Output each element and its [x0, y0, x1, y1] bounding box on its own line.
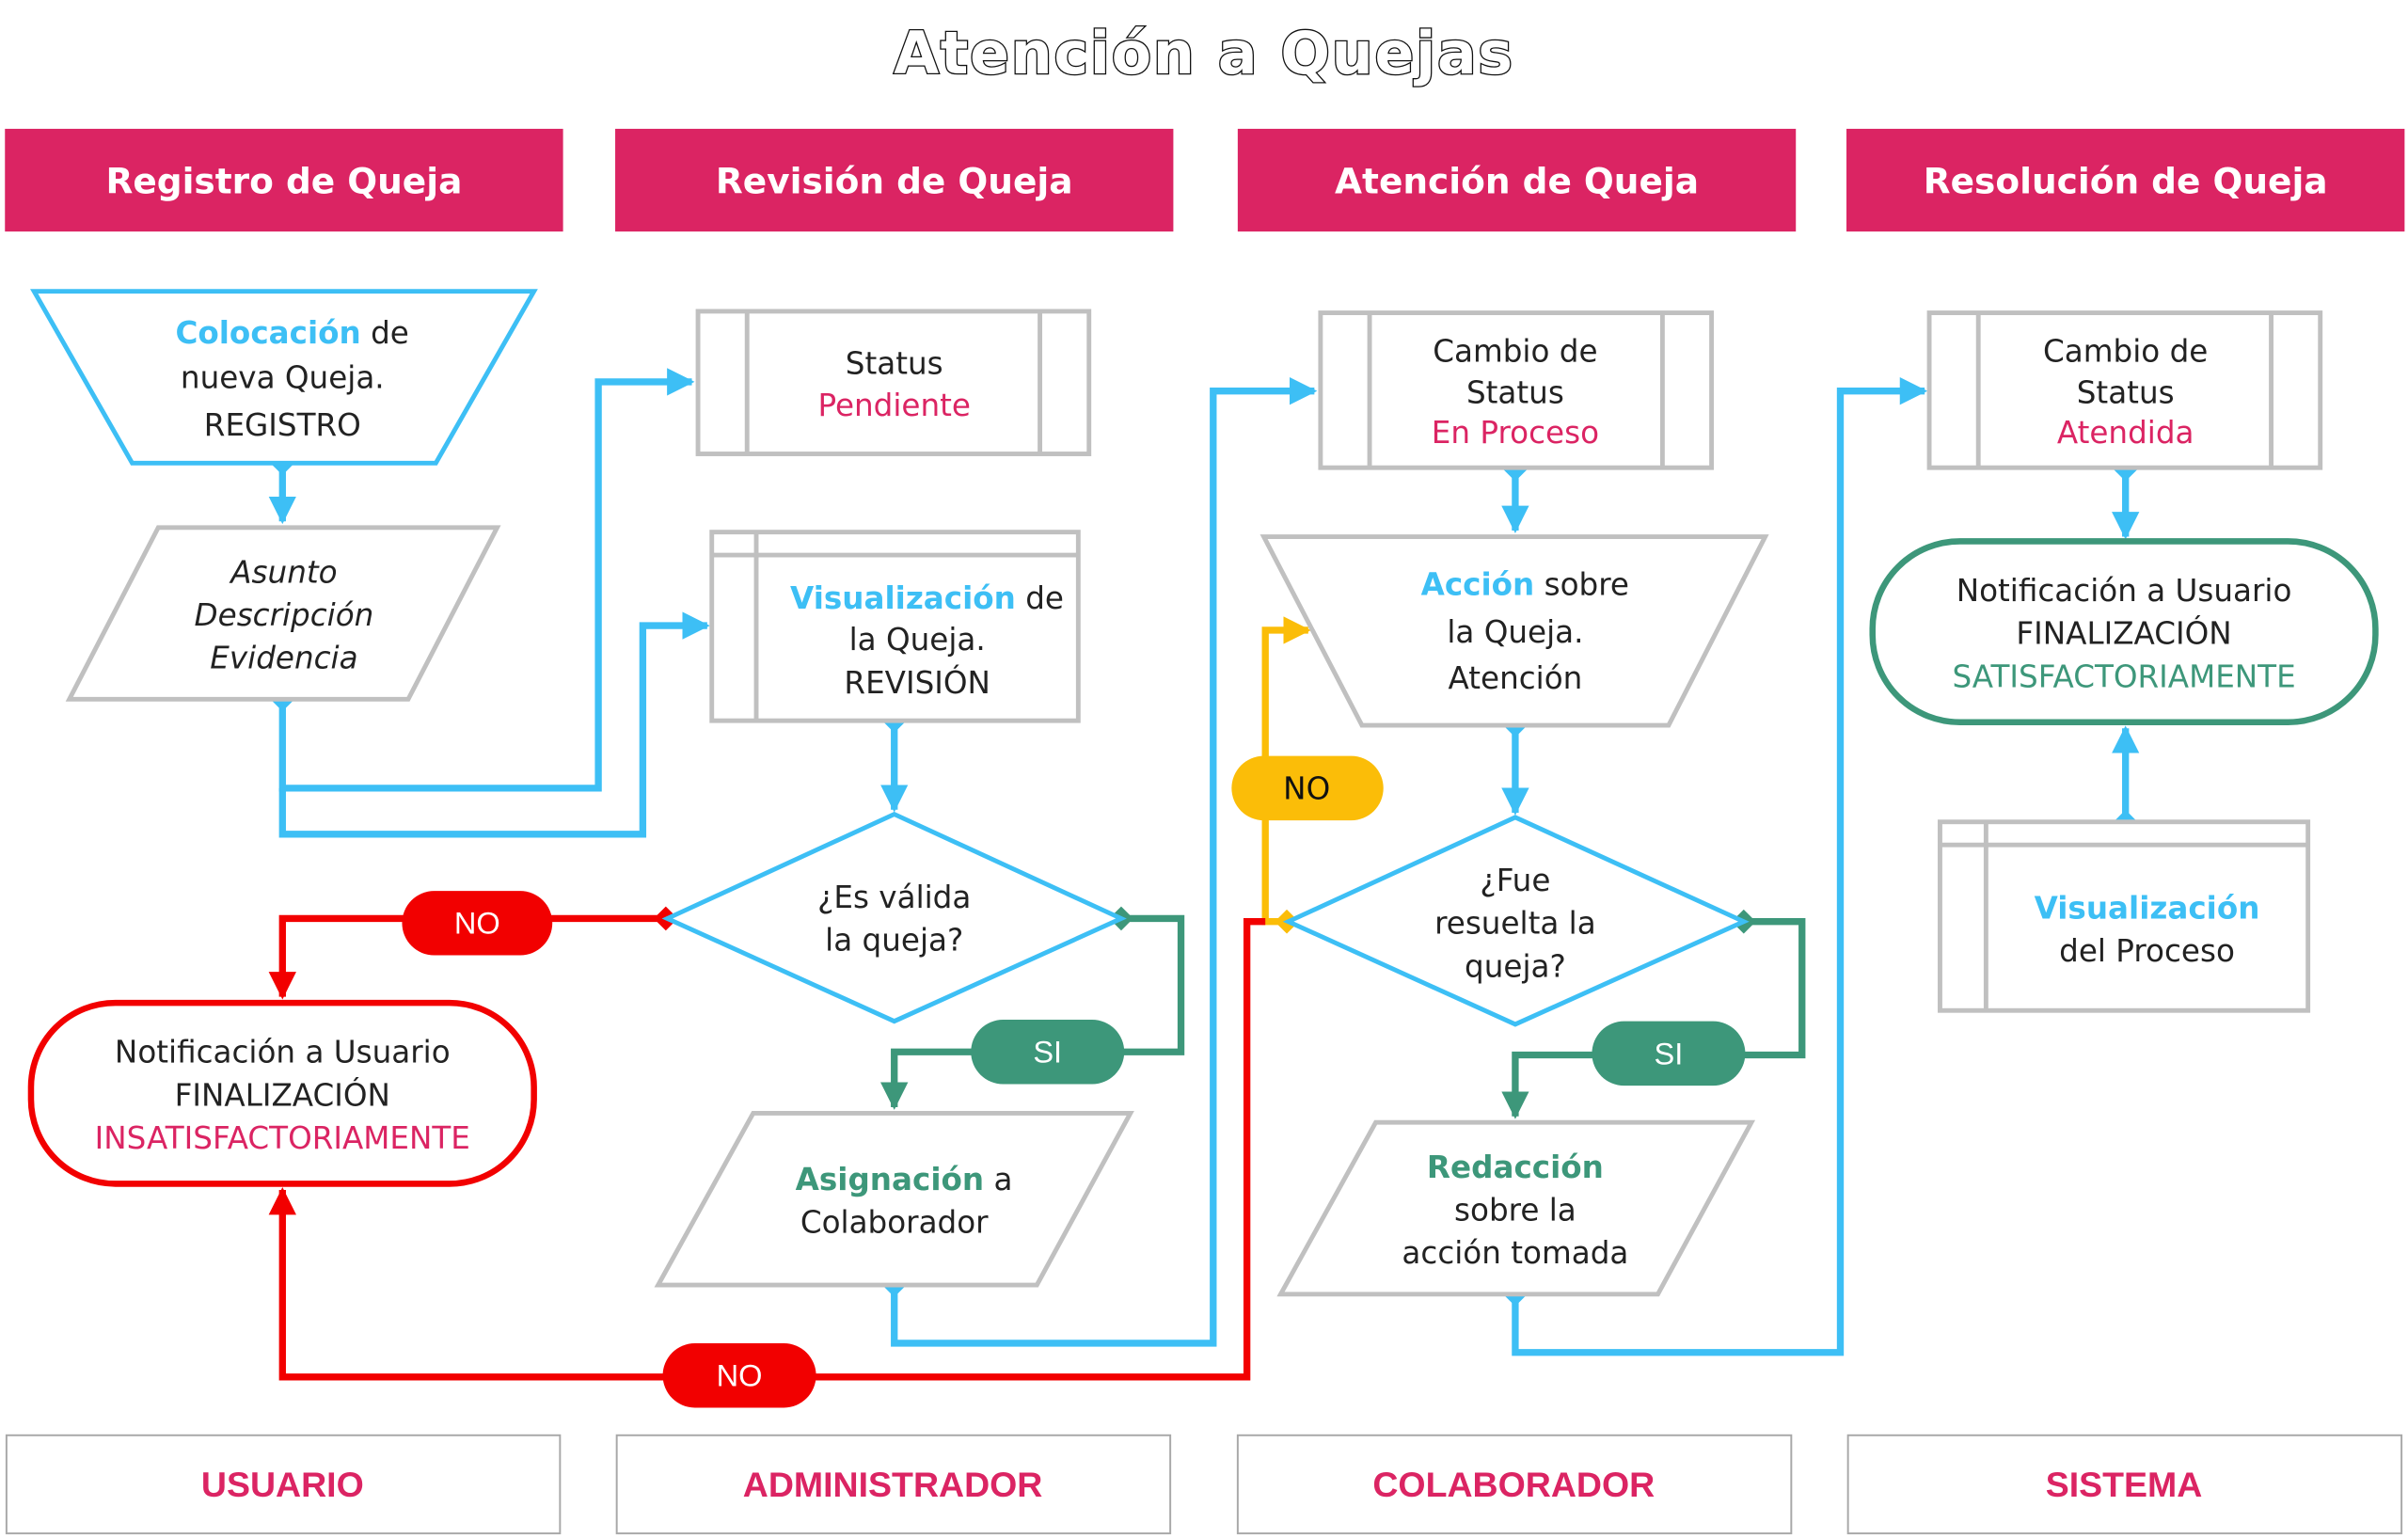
svg-text:Status: Status	[2077, 375, 2175, 411]
node-accion: Acción sobre la Queja. Atención	[1259, 534, 1769, 728]
node-notificacion-insatisfactoria: Notificación a Usuario FINALIZACIÓN INSA…	[27, 999, 537, 1187]
lane-header-label: Atención de Queja	[1335, 160, 1699, 201]
status-value: En Proceso	[1432, 415, 1599, 451]
svg-text:NO: NO	[454, 906, 500, 941]
lane-header-label: Revisión de Queja	[716, 160, 1073, 201]
node-redaccion: Redacción sobre la acción tomada	[1276, 1119, 1756, 1297]
svg-text:¿Fue: ¿Fue	[1480, 863, 1550, 898]
svg-text:Notificación a Usuario: Notificación a Usuario	[1956, 573, 2292, 609]
lane-actor-usuario: USUARIO	[5, 1434, 562, 1535]
svg-text:sobre la: sobre la	[1454, 1193, 1576, 1229]
node-highlight: Visualización	[790, 580, 1016, 616]
svg-text:Status: Status	[846, 346, 943, 382]
svg-text:la Queja.: la Queja.	[1447, 614, 1583, 650]
node-status-atendida: Cambio de Status Atendida	[1926, 310, 2323, 470]
decision-es-valida: ¿Es válida la queja?	[661, 811, 1127, 1024]
node-visualizacion-proceso: Visualización del Proceso	[1938, 819, 2311, 1013]
svg-text:queja?: queja?	[1465, 948, 1566, 984]
node-notificacion-satisfactoria: Notificación a Usuario FINALIZACIÓN SATI…	[1869, 538, 2379, 726]
label-si-valida: SI	[971, 1020, 1125, 1085]
label-si-resuelta: SI	[1592, 1021, 1746, 1086]
svg-text:Acción sobre: Acción sobre	[1353, 566, 1678, 602]
lane-actor-label: SISTEMA	[2046, 1465, 2203, 1504]
svg-text:Evidencia: Evidencia	[210, 641, 357, 676]
connector-no-resuelta-final	[268, 918, 1266, 1381]
lane-header-resolucion: Resolución de Queja	[1846, 128, 2405, 232]
svg-text:Notificación a Usuario: Notificación a Usuario	[115, 1035, 451, 1070]
lane-header-label: Registro de Queja	[105, 160, 462, 201]
lane-header-atencion: Atención de Queja	[1237, 128, 1797, 232]
svg-text:la queja?: la queja?	[825, 923, 963, 959]
svg-text:NO: NO	[1283, 770, 1330, 806]
svg-text:Asignación a: Asignación a	[727, 1162, 1061, 1197]
svg-text:NO: NO	[717, 1358, 763, 1393]
svg-text:acción tomada: acción tomada	[1402, 1235, 1628, 1271]
label-no-valida: NO	[402, 891, 553, 956]
svg-text:FINALIZACIÓN: FINALIZACIÓN	[175, 1076, 390, 1113]
node-highlight: Asignación	[796, 1162, 984, 1197]
lane-header-revision: Revisión de Queja	[615, 128, 1174, 232]
svg-text:Colocación de: Colocación de	[107, 315, 458, 351]
svg-text:Cambio de: Cambio de	[2043, 334, 2208, 370]
connector-asunto-pendiente	[270, 368, 695, 792]
node-asunto: Asunto Descripción Evidencia	[65, 525, 501, 702]
node-status-pendiente: Status Pendiente	[695, 309, 1092, 456]
svg-text:¿Es válida: ¿Es válida	[817, 880, 971, 915]
lane-actor-sistema: SISTEMA	[1846, 1434, 2403, 1535]
svg-text:FINALIZACIÓN: FINALIZACIÓN	[2016, 615, 2231, 652]
svg-text:SI: SI	[1655, 1036, 1684, 1070]
svg-text:resuelta la: resuelta la	[1434, 906, 1596, 942]
lane-actor-colaborador: COLABORADOR	[1236, 1434, 1793, 1535]
diagram-title: Atención a Quejas	[894, 20, 1514, 87]
lane-header-label: Resolución de Queja	[1924, 160, 2328, 201]
connector-asunto-visualizacion	[278, 611, 710, 838]
svg-text:SI: SI	[1033, 1035, 1062, 1070]
connector-redaccion-atendida	[1503, 377, 1928, 1356]
svg-text:Visualización de: Visualización de	[722, 580, 1113, 616]
node-status-en-proceso: Cambio de Status En Proceso	[1318, 310, 1715, 470]
svg-text:Colaborador: Colaborador	[800, 1205, 989, 1241]
svg-text:Cambio de: Cambio de	[1433, 334, 1597, 370]
lane-actor-label: USUARIO	[201, 1465, 364, 1504]
svg-text:Atención: Atención	[1449, 660, 1583, 696]
svg-text:REGISTRO: REGISTRO	[204, 407, 361, 443]
connector-asignacion-proceso	[881, 377, 1318, 1347]
svg-text:Asunto: Asunto	[229, 554, 337, 590]
lane-actor-label: ADMINISTRADOR	[743, 1465, 1043, 1504]
node-highlight: Colocación	[175, 315, 360, 351]
lane-header-registro: Registro de Queja	[5, 128, 563, 232]
svg-text:del Proceso: del Proceso	[2059, 933, 2235, 969]
svg-text:nueva Queja.: nueva Queja.	[181, 359, 385, 395]
status-value: Pendiente	[817, 388, 971, 423]
svg-text:Descripción: Descripción	[195, 597, 374, 633]
svg-text:la Queja.: la Queja.	[849, 622, 986, 658]
lane-actor-administrador: ADMINISTRADOR	[615, 1434, 1172, 1535]
svg-text:Status: Status	[1466, 375, 1564, 411]
node-asignacion: Asignación a Colaborador	[654, 1111, 1134, 1288]
label-no-resuelta-yellow: NO	[1231, 755, 1384, 821]
node-highlight: Redacción	[1427, 1150, 1604, 1185]
lane-actor-label: COLABORADOR	[1372, 1465, 1655, 1504]
svg-text:REVISIÓN: REVISIÓN	[844, 664, 990, 701]
outcome-value: SATISFACTORIAMENTE	[1952, 658, 2295, 694]
node-colocacion: Colocación de nueva Queja. REGISTRO	[30, 289, 538, 466]
status-value: Atendida	[2057, 415, 2194, 451]
label-no-resuelta-red: NO	[662, 1342, 816, 1408]
decision-fue-resuelta: ¿Fue resuelta la queja?	[1282, 815, 1750, 1027]
outcome-value: INSATISFACTORIAMENTE	[95, 1120, 470, 1156]
node-highlight: Visualización	[2035, 890, 2260, 926]
node-visualizacion-queja: Visualización de la Queja. REVISIÓN	[709, 530, 1113, 723]
node-highlight: Acción	[1421, 566, 1535, 602]
